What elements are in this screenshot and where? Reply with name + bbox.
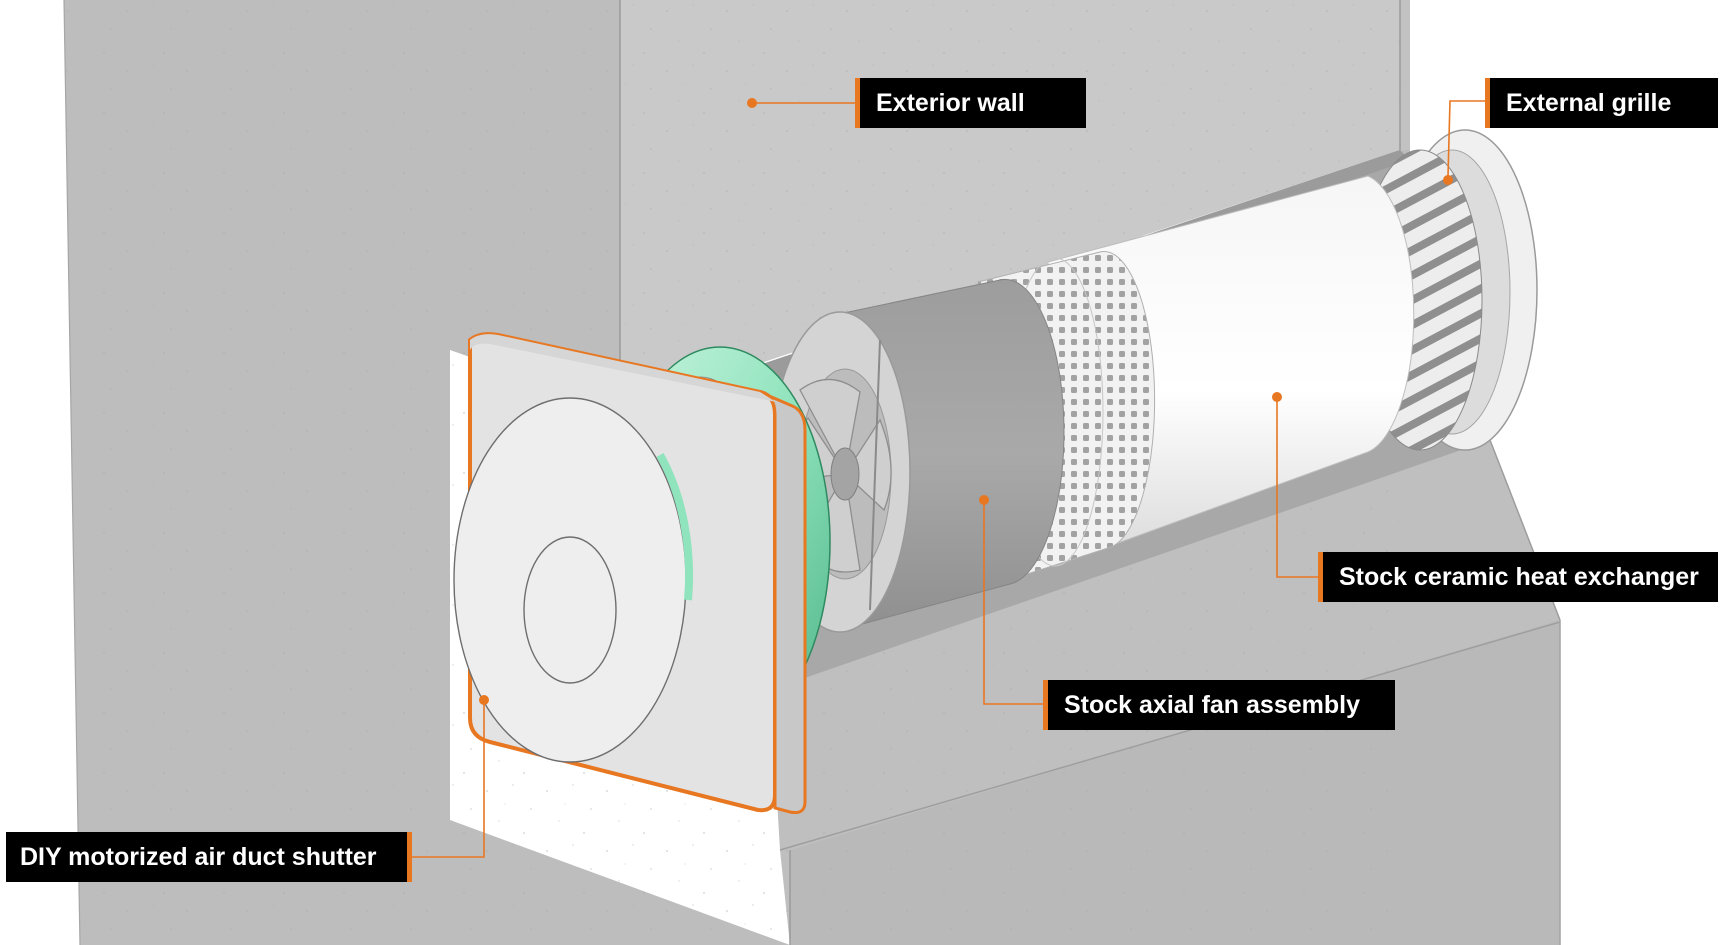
- label-shutter: DIY motorized air duct shutter: [6, 832, 412, 882]
- label-exterior-wall: Exterior wall: [855, 78, 1086, 128]
- shutter-face-plate: [453, 332, 807, 814]
- label-external-grille: External grille: [1485, 78, 1718, 128]
- leader-dots: [479, 98, 1453, 705]
- leader-lines: [412, 100, 1485, 858]
- label-heat-exchanger: Stock ceramic heat exchanger: [1318, 552, 1718, 602]
- label-fan-assembly: Stock axial fan assembly: [1043, 680, 1395, 730]
